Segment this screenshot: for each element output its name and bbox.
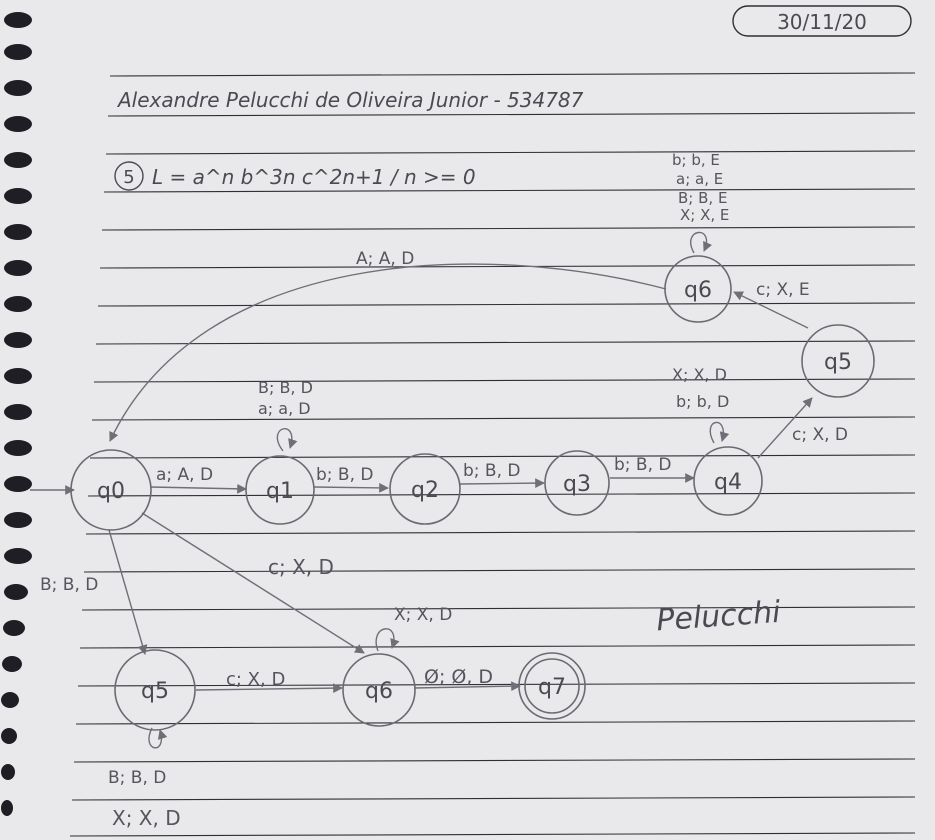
- state-q5-bottom: q5: [114, 649, 196, 731]
- label-q5top-q6top: c; X, E: [756, 280, 810, 300]
- label-q1-loop-2: a; a, D: [258, 399, 311, 418]
- loop-q4: [709, 421, 730, 444]
- transition-labels: a; A, D B; B, D a; a, D b; B, D b; B, D …: [40, 151, 848, 830]
- edge-q1-q2: [313, 482, 389, 493]
- label-q1-q2: b; B, D: [316, 465, 373, 485]
- label-q6bottom-loop: X; X, D: [394, 605, 452, 625]
- label-q6top-q0: A; A, D: [356, 249, 414, 269]
- edge-q5bottom-q6bottom: [195, 683, 343, 694]
- svg-text:q2: q2: [411, 478, 439, 503]
- states: q0 q1 q2 q3 q4 q5 q6 q5 q6 q7: [70, 255, 875, 731]
- svg-text:5: 5: [123, 167, 134, 188]
- spiral-binding: [1, 12, 32, 816]
- author-line: Alexandre Pelucchi de Oliveira Junior - …: [116, 88, 584, 112]
- edge-q6bottom-q7: [413, 681, 521, 692]
- edge-q6top-q0: [109, 263, 667, 442]
- label-q2-q3: b; B, D: [463, 461, 520, 481]
- label-q6top-loop-4: X; X, E: [680, 206, 729, 224]
- edge-q0-q5bottom: [108, 529, 148, 655]
- svg-text:q5: q5: [824, 350, 852, 375]
- edge-q0-q1: [149, 483, 247, 494]
- edges: [30, 231, 813, 749]
- label-q0-q5bottom: B; B, D: [40, 575, 98, 595]
- label-q6bottom-q7: Ø; Ø, D: [424, 666, 493, 688]
- label-q6top-loop-1: b; b, E: [672, 151, 720, 169]
- svg-text:q1: q1: [266, 479, 294, 504]
- edge-q4-q5top: [757, 397, 813, 459]
- label-q6top-loop-3: B; B, E: [678, 189, 727, 207]
- exercise-number: 5: [114, 161, 144, 191]
- state-q5-top: q5: [801, 324, 875, 398]
- state-q6-bottom: q6: [342, 653, 416, 727]
- label-q4-q5top: c; X, D: [792, 425, 848, 445]
- edge-q2-q3: [459, 478, 545, 489]
- label-q6top-loop-2: a; a, E: [676, 170, 723, 188]
- label-q0-q6bottom: c; X, D: [268, 555, 334, 579]
- loop-q6top: [690, 231, 713, 254]
- state-q7-final: q7: [518, 652, 586, 720]
- loop-q5bottom: [148, 727, 168, 749]
- label-q4-loop-2: b; b, D: [676, 392, 729, 411]
- svg-text:q5: q5: [141, 679, 169, 704]
- svg-text:q6: q6: [684, 278, 712, 303]
- language-definition: L = a^n b^3n c^2n+1 / n >= 0: [152, 165, 476, 189]
- label-q4-loop-1: X; X, D: [672, 365, 727, 384]
- edge-q5top-q6top: [733, 291, 809, 329]
- label-q1-loop-1: B; B, D: [258, 378, 313, 397]
- date-text: 30/11/20: [777, 10, 867, 34]
- label-q5bottom-loop-2: X; X, D: [112, 806, 181, 830]
- state-q1: q1: [245, 455, 315, 525]
- label-q5bottom-loop-1: B; B, D: [108, 768, 166, 788]
- date-box: 30/11/20: [732, 5, 912, 37]
- label-q0-q1: a; A, D: [156, 465, 213, 485]
- state-q2: q2: [389, 453, 461, 525]
- state-q0: q0: [70, 449, 152, 531]
- loop-q1: [276, 428, 298, 452]
- svg-text:q0: q0: [97, 479, 125, 504]
- signature: Pelucchi: [655, 595, 782, 639]
- label-q3-q4: b; B, D: [614, 455, 671, 475]
- label-q5bottom-q6bottom: c; X, D: [226, 669, 285, 690]
- state-q4: q4: [693, 446, 763, 516]
- svg-text:q3: q3: [563, 472, 591, 497]
- edge-q0-q6bottom: [141, 512, 365, 654]
- svg-text:q4: q4: [714, 470, 742, 495]
- state-q6-top: q6: [664, 255, 732, 323]
- state-q3: q3: [544, 450, 610, 516]
- svg-text:q6: q6: [365, 679, 393, 704]
- svg-text:q7: q7: [538, 675, 566, 700]
- loop-q6bottom: [375, 628, 400, 652]
- ruled-lines: [69, 72, 916, 837]
